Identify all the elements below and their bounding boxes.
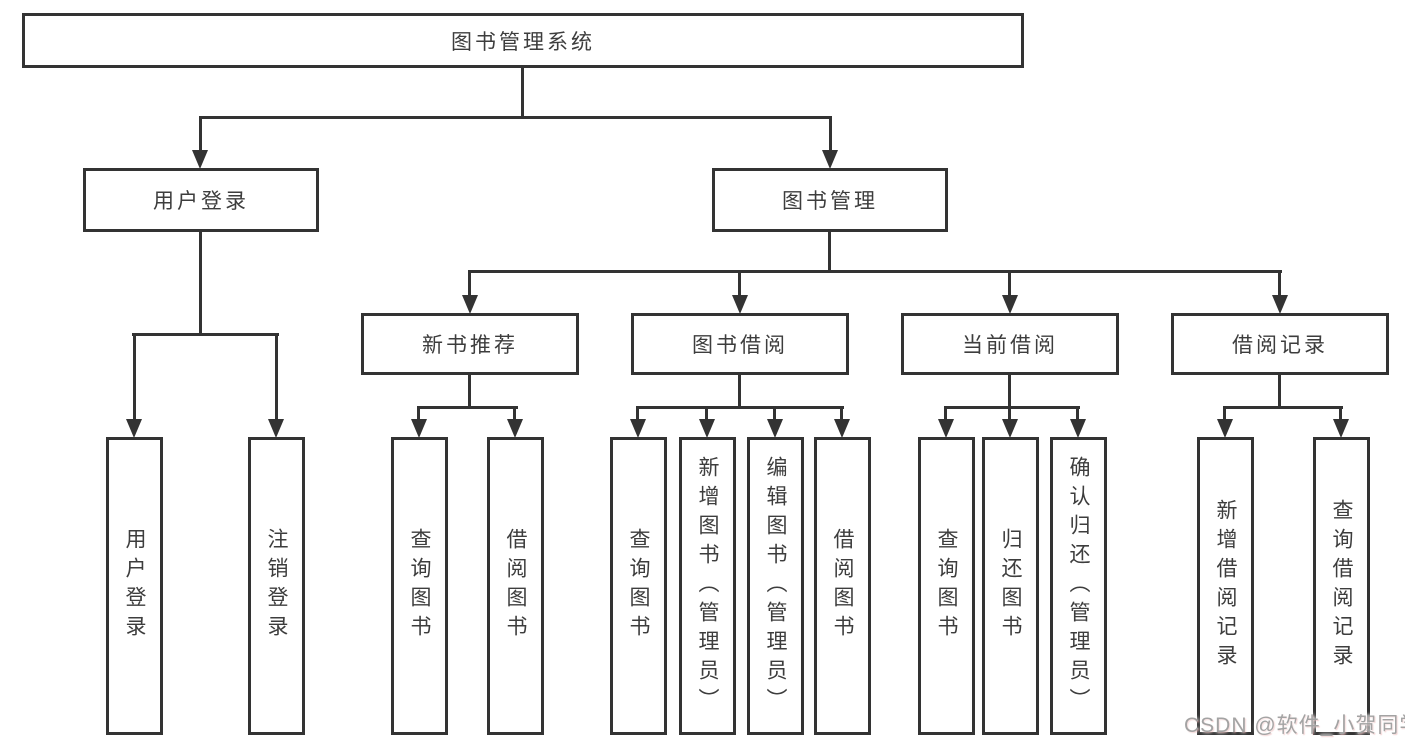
leaf-cb-query-books: 查询图书	[918, 437, 975, 735]
leaf-nbr-query-books: 查询图书	[391, 437, 448, 735]
line-segment	[944, 406, 947, 421]
leaf-br-query-record: 查询借阅记录	[1313, 437, 1370, 735]
line-segment	[944, 406, 1080, 409]
leaf-logout-label: 注销登录	[265, 528, 288, 644]
line-segment	[417, 406, 420, 421]
arrowhead-down-icon	[1070, 419, 1086, 438]
arrowhead-down-icon	[268, 419, 284, 438]
arrowhead-down-icon	[767, 419, 783, 438]
line-segment	[1008, 270, 1011, 297]
node-book-management-label: 图书管理	[782, 190, 878, 213]
arrowhead-down-icon	[1217, 419, 1233, 438]
arrowhead-down-icon	[732, 295, 748, 314]
arrowhead-down-icon	[822, 150, 838, 169]
line-segment	[468, 270, 471, 297]
line-segment	[199, 230, 202, 335]
line-segment	[468, 270, 1282, 273]
leaf-user-login: 用户登录	[106, 437, 163, 735]
line-segment	[738, 373, 741, 409]
leaf-logout: 注销登录	[248, 437, 305, 735]
line-segment	[521, 68, 524, 119]
leaf-nbr-query-books-label: 查询图书	[408, 528, 431, 644]
arrowhead-down-icon	[1002, 295, 1018, 314]
leaf-bb-borrow-books-label: 借阅图书	[831, 528, 854, 644]
node-borrow-records-label: 借阅记录	[1232, 334, 1328, 357]
leaf-cb-return-books: 归还图书	[982, 437, 1039, 735]
line-segment	[636, 406, 639, 421]
leaf-cb-confirm-return-admin: 确认归还（管理员）	[1050, 437, 1107, 735]
leaf-br-add-record: 新增借阅记录	[1197, 437, 1254, 735]
node-borrow-records: 借阅记录	[1171, 313, 1389, 375]
arrowhead-down-icon	[699, 419, 715, 438]
line-segment	[773, 406, 776, 421]
leaf-bb-add-books-admin-label: 新增图书（管理员）	[696, 455, 719, 717]
line-segment	[1223, 406, 1343, 409]
leaf-br-add-record-label: 新增借阅记录	[1214, 499, 1237, 673]
line-segment	[468, 373, 471, 409]
node-book-borrow-label: 图书借阅	[692, 334, 788, 357]
line-segment	[275, 333, 278, 420]
node-book-management: 图书管理	[712, 168, 948, 232]
leaf-nbr-borrow-books-label: 借阅图书	[504, 528, 527, 644]
line-segment	[132, 333, 279, 336]
leaf-bb-query-books-label: 查询图书	[627, 528, 650, 644]
node-user-login-label: 用户登录	[153, 190, 249, 213]
arrowhead-down-icon	[462, 295, 478, 314]
arrowhead-down-icon	[834, 419, 850, 438]
line-segment	[1278, 373, 1281, 409]
line-segment	[133, 333, 136, 420]
leaf-bb-borrow-books: 借阅图书	[814, 437, 871, 735]
node-new-book-recommend: 新书推荐	[361, 313, 579, 375]
line-segment	[1008, 406, 1011, 421]
node-current-borrow-label: 当前借阅	[962, 334, 1058, 357]
line-segment	[1223, 406, 1226, 421]
line-segment	[829, 116, 832, 151]
arrowhead-down-icon	[630, 419, 646, 438]
arrowhead-down-icon	[411, 419, 427, 438]
arrowhead-down-icon	[1333, 419, 1349, 438]
node-user-login: 用户登录	[83, 168, 319, 232]
leaf-bb-add-books-admin: 新增图书（管理员）	[679, 437, 736, 735]
watermark: CSDN @软件_小贺同学	[1184, 714, 1405, 737]
line-segment	[1278, 270, 1281, 297]
leaf-bb-edit-books-admin-label: 编辑图书（管理员）	[764, 455, 787, 717]
node-new-book-recommend-label: 新书推荐	[422, 334, 518, 357]
leaf-cb-return-books-label: 归还图书	[999, 528, 1022, 644]
line-segment	[1076, 406, 1079, 421]
leaf-bb-edit-books-admin: 编辑图书（管理员）	[747, 437, 804, 735]
node-root-label: 图书管理系统	[451, 30, 595, 54]
line-segment	[199, 116, 832, 119]
arrowhead-down-icon	[192, 150, 208, 169]
line-segment	[417, 406, 518, 409]
node-book-borrow: 图书借阅	[631, 313, 849, 375]
arrowhead-down-icon	[126, 419, 142, 438]
line-segment	[705, 406, 708, 421]
arrowhead-down-icon	[507, 419, 523, 438]
leaf-cb-confirm-return-admin-label: 确认归还（管理员）	[1067, 455, 1090, 717]
arrowhead-down-icon	[1272, 295, 1288, 314]
node-current-borrow: 当前借阅	[901, 313, 1119, 375]
line-segment	[636, 406, 844, 409]
leaf-user-login-label: 用户登录	[123, 528, 146, 644]
line-segment	[840, 406, 843, 421]
arrowhead-down-icon	[1002, 419, 1018, 438]
leaf-nbr-borrow-books: 借阅图书	[487, 437, 544, 735]
node-root: 图书管理系统	[22, 13, 1024, 68]
leaf-cb-query-books-label: 查询图书	[935, 528, 958, 644]
line-segment	[1339, 406, 1342, 421]
leaf-br-query-record-label: 查询借阅记录	[1330, 499, 1353, 673]
leaf-bb-query-books: 查询图书	[610, 437, 667, 735]
line-segment	[513, 406, 516, 421]
line-segment	[828, 230, 831, 273]
line-segment	[1008, 373, 1011, 409]
line-segment	[738, 270, 741, 297]
arrowhead-down-icon	[938, 419, 954, 438]
line-segment	[199, 116, 202, 151]
